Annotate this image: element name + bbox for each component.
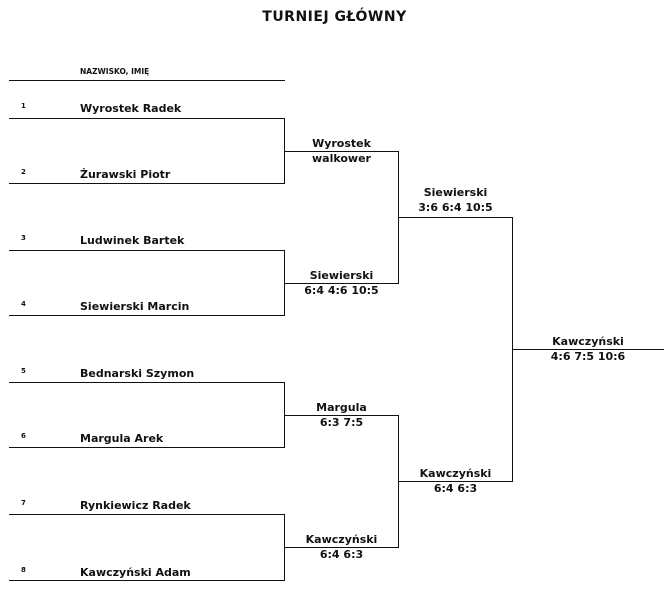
seed-number: 3 [21,234,26,242]
player-line [9,382,285,383]
player-name: Wyrostek Radek [80,102,182,115]
match-result: Kawczyński 6:4 6:3 [398,466,513,496]
player-line [9,580,285,581]
final-score: 4:6 7:5 10:6 [550,350,626,363]
header-line [9,80,285,81]
player-name: Rynkiewicz Radek [80,499,191,512]
match-result: Siewierski 3:6 6:4 10:5 [398,185,513,215]
player-line [9,447,285,448]
player-line [9,118,285,119]
seed-number: 4 [21,300,26,308]
match-score: 3:6 6:4 10:5 [418,201,493,214]
seed-number: 6 [21,432,26,440]
column-header: NAZWISKO, IMIĘ [80,67,150,76]
winner-name: Siewierski [423,186,488,199]
player-name: Margula Arek [80,432,164,445]
match-score: walkower [312,152,371,165]
match-result: Wyrostek walkower [284,136,399,166]
match-score: 6:4 4:6 10:5 [304,284,379,297]
player-line [9,250,285,251]
match-score: 6:4 6:3 [433,482,478,495]
semifinal-line [398,481,513,482]
seed-number: 7 [21,499,26,507]
champion-name: Kawczyński [552,335,624,348]
match-score: 6:3 7:5 [319,416,364,429]
match-score: 6:4 6:3 [319,548,364,561]
player-line [9,183,285,184]
match-result: Margula 6:3 7:5 [284,400,399,430]
round2-line [284,151,399,152]
player-name: Bednarski Szymon [80,367,195,380]
player-name: Siewierski Marcin [80,300,190,313]
seed-number: 8 [21,566,26,574]
player-name: Żurawski Piotr [80,168,171,181]
winner-name: Margula [316,401,367,414]
seed-number: 5 [21,367,26,375]
final-result: Kawczyński 4:6 7:5 10:6 [512,334,664,364]
match-result: Kawczyński 6:4 6:3 [284,532,399,562]
round2-line [284,547,399,548]
player-name: Kawczyński Adam [80,566,191,579]
match-result: Siewierski 6:4 4:6 10:5 [284,268,399,298]
final-line [512,349,664,350]
player-name: Ludwinek Bartek [80,234,185,247]
seed-number: 1 [21,102,26,110]
winner-name: Kawczyński [419,467,492,480]
winner-name: Kawczyński [305,533,378,546]
player-line [9,514,285,515]
page-title: TURNIEJ GŁÓWNY [262,9,407,25]
player-line [9,315,285,316]
semifinal-line [398,217,513,218]
seed-number: 2 [21,168,26,176]
round2-line [284,283,399,284]
winner-name: Wyrostek [312,137,371,150]
round2-line [284,415,399,416]
winner-name: Siewierski [309,269,374,282]
